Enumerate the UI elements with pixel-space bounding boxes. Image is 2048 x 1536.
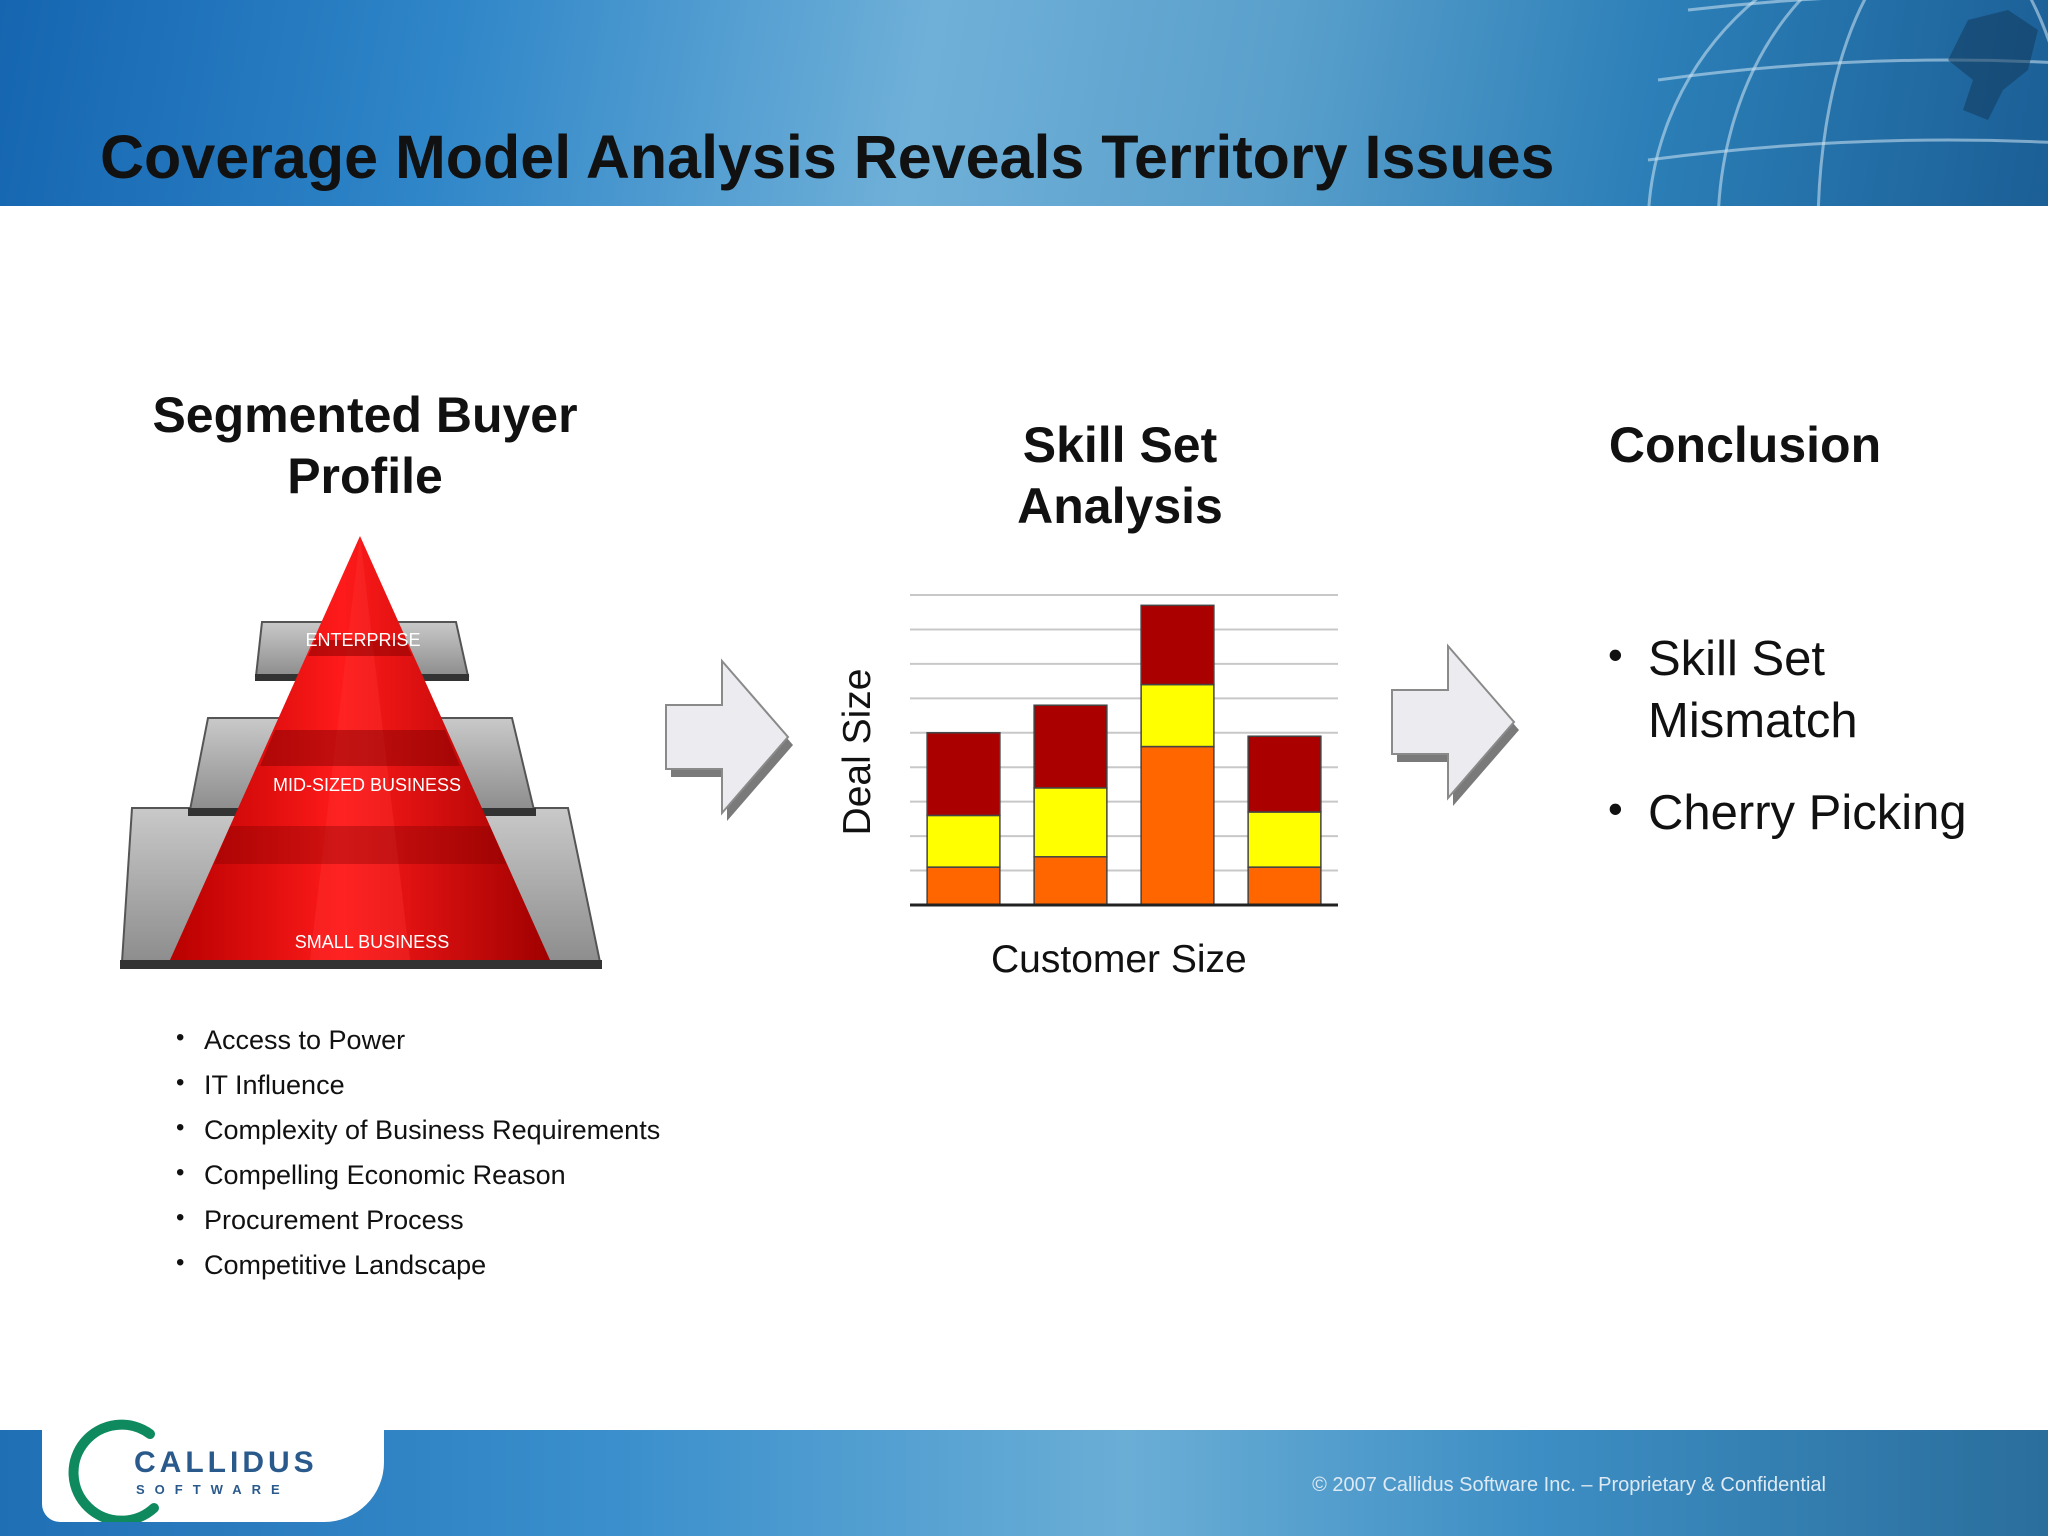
- y-axis-label: Deal Size: [836, 668, 879, 836]
- bar-segment: [1140, 745, 1215, 906]
- pyramid-body: [170, 536, 550, 960]
- buyer-pyramid: [120, 536, 602, 969]
- pyramid-label-enterprise: ENTERPRISE: [305, 630, 421, 650]
- bar-segment: [1247, 866, 1322, 906]
- globe-graphic: [1647, 0, 2048, 206]
- pyramid-label-mid-sized: MID-SIZED BUSINESS: [272, 775, 462, 795]
- list-item: IT Influence: [176, 1062, 660, 1110]
- arrow-right-icon: [665, 658, 793, 821]
- list-item: Complexity of Business Requirements: [176, 1107, 660, 1155]
- skill-set-title: Skill Set Analysis: [1017, 417, 1223, 534]
- buyer-profile-title: Segmented Buyer Profile: [152, 387, 578, 504]
- bar-segment: [926, 866, 1001, 906]
- header-banner: [0, 0, 2048, 206]
- conclusion-title: Conclusion: [1608, 417, 1882, 473]
- bar-segment: [1140, 604, 1215, 686]
- logo-card: CALLIDUS SOFTWARE: [42, 1412, 384, 1526]
- bar-segment: [1247, 735, 1322, 813]
- list-item: Procurement Process: [176, 1197, 660, 1245]
- svg-text:SOFTWARE: SOFTWARE: [136, 1482, 290, 1497]
- bar-segment: [926, 814, 1001, 868]
- slide-title: Coverage Model Analysis Reveals Territor…: [100, 123, 1555, 191]
- conclusion-list: Skill Set Mismatch Cherry Picking: [1606, 624, 2026, 874]
- list-item: Competitive Landscape: [176, 1242, 660, 1290]
- x-axis-label: Customer Size: [991, 938, 1247, 981]
- callidus-logo: CALLIDUS SOFTWARE: [68, 1419, 318, 1526]
- bar-segment: [1033, 787, 1108, 858]
- buyer-factor-list: Access to Power IT Influence Complexity …: [176, 1017, 660, 1290]
- bar-segment: [1033, 704, 1108, 789]
- list-item: Skill Set Mismatch: [1606, 624, 2026, 752]
- list-item: Cherry Picking: [1606, 778, 2026, 844]
- pyramid-label-small-business: SMALL BUSINESS: [294, 932, 450, 952]
- bar-segment: [926, 732, 1001, 817]
- arrow-right-icon: [1391, 643, 1519, 806]
- svg-text:CALLIDUS: CALLIDUS: [134, 1446, 318, 1479]
- list-item: Compelling Economic Reason: [176, 1152, 660, 1200]
- bar-segment: [1140, 683, 1215, 748]
- skill-set-chart: [910, 594, 1338, 907]
- list-item: Access to Power: [176, 1017, 660, 1065]
- copyright-text: © 2007 Callidus Software Inc. – Propriet…: [1312, 1474, 1826, 1496]
- bar-segment: [1247, 811, 1322, 868]
- bar-segment: [1033, 856, 1108, 906]
